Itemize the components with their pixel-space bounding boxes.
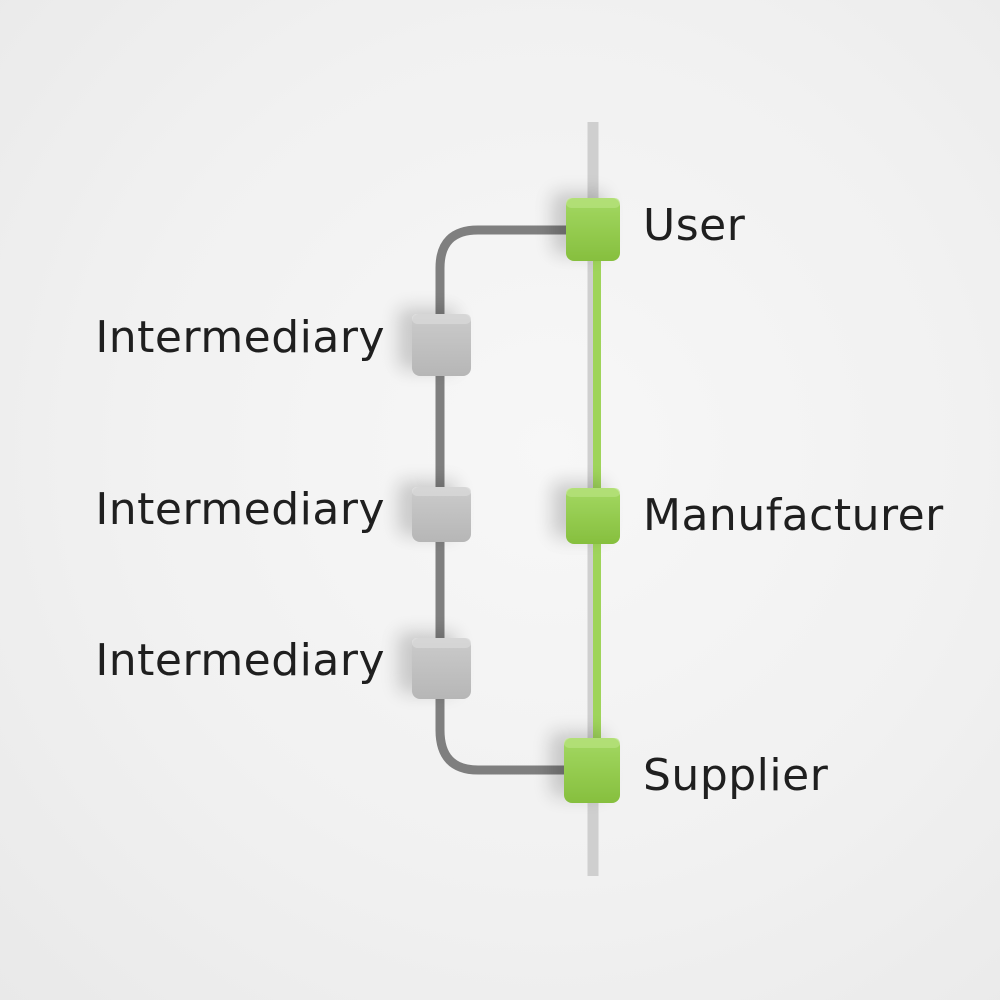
- supplier-label: Supplier: [643, 750, 829, 801]
- intermediary-label-2: Intermediary: [95, 484, 385, 535]
- intermediary-node-2: [412, 487, 471, 542]
- intermediary-node-1: [412, 314, 471, 376]
- manufacturer-node: [566, 488, 620, 544]
- intermediary-node-3: [412, 638, 471, 699]
- manufacturer-label: Manufacturer: [643, 490, 944, 541]
- supplier-node: [564, 738, 620, 803]
- user-label: User: [643, 200, 746, 251]
- intermediary-label-1: Intermediary: [95, 312, 385, 363]
- user-node: [566, 198, 620, 261]
- intermediary-label-3: Intermediary: [95, 635, 385, 686]
